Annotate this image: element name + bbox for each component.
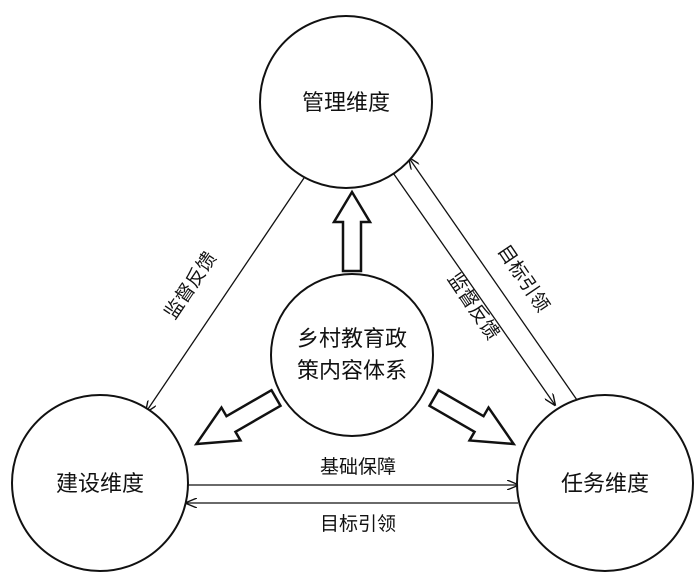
edge-label-bottom-upper: 基础保障 bbox=[320, 456, 396, 478]
fat-arrow-right bbox=[427, 388, 517, 446]
construction-label: 建设维度 bbox=[56, 472, 144, 497]
edge-label-top-left: 监督反馈 bbox=[160, 248, 221, 323]
management-node bbox=[259, 15, 433, 189]
task-node bbox=[516, 394, 694, 572]
task-label: 任务维度 bbox=[561, 472, 649, 497]
arrow-management-to-construction bbox=[146, 177, 305, 412]
center-node bbox=[270, 273, 434, 437]
fat-arrow-up bbox=[331, 189, 373, 273]
management-label: 管理维度 bbox=[302, 91, 390, 116]
center-label-line1: 乡村教育政 bbox=[297, 327, 407, 352]
construction-node bbox=[11, 394, 189, 572]
arrow-task-to-management bbox=[409, 158, 578, 401]
edge-label-right-outer: 目标引领 bbox=[493, 241, 554, 316]
center-label-line2: 策内容体系 bbox=[297, 359, 407, 384]
arrow-management-to-task bbox=[390, 169, 555, 405]
fat-arrow-left bbox=[193, 388, 283, 446]
edge-label-bottom-lower: 目标引领 bbox=[320, 513, 396, 535]
